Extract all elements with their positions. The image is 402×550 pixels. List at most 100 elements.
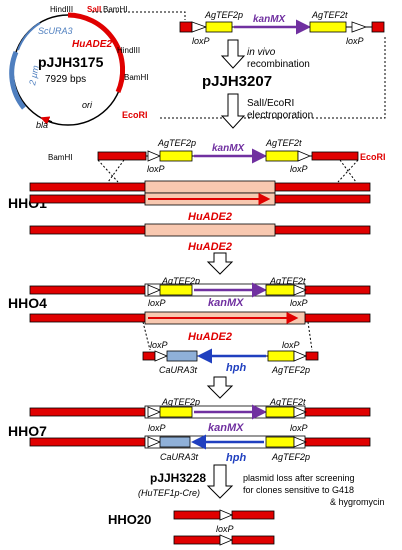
hho4-promoter2-label: AgTEF2p — [271, 365, 310, 375]
hho4-terminator-box — [265, 284, 295, 296]
plasmid-map: HindIII SalI BamHI HindIII BamHI EcoRI S… — [9, 5, 148, 130]
feature-huade2: HuADE2 — [72, 39, 112, 50]
plasmid-size: 7929 bps — [45, 74, 86, 85]
fragment-terminator-label: AgTEF2t — [265, 138, 302, 148]
fragment-loxp-left-label: loxP — [147, 164, 165, 174]
fragment-ecori: EcoRI — [360, 152, 386, 162]
down-arrow-2 — [220, 93, 246, 129]
feature-two-micron: 2 μm — [27, 64, 41, 87]
promoter-label: AgTEF2p — [204, 10, 243, 20]
hho4-promoter-box — [159, 284, 193, 296]
hho7-loxp-left-label: loxP — [148, 423, 166, 433]
hho7-label: HHO7 — [8, 423, 47, 439]
fragment-loxp-right — [297, 150, 312, 162]
hho4-crossover-left — [142, 321, 151, 351]
crossover-left — [97, 159, 119, 183]
flank-left — [179, 21, 193, 33]
hho7-promoter2-label: AgTEF2p — [271, 452, 310, 462]
fragment-loxp-right-label: loxP — [290, 164, 308, 174]
scura3-arc — [17, 22, 41, 51]
plasmid-name: pJJH3175 — [38, 54, 104, 70]
hho7-loxp-left — [147, 406, 162, 418]
site-hindiii-a: HindIII — [50, 5, 73, 14]
site-ecori: EcoRI — [122, 110, 148, 120]
down-arrow-1 — [220, 39, 246, 69]
hho4-promoter-label: AgTEF2p — [161, 276, 200, 286]
hho4-loxp-left-label: loxP — [148, 298, 166, 308]
hho4-crossover-right — [307, 321, 313, 351]
hho7-hph-label: hph — [226, 452, 246, 464]
final-note-line1: plasmid loss after screening — [243, 473, 355, 483]
hho7-promoter-label: AgTEF2p — [161, 397, 200, 407]
hho1-gene-box-2 — [144, 223, 276, 237]
site-bamhi-a: BamHI — [103, 5, 127, 14]
hho20-chromosome-top-left — [173, 510, 221, 520]
step2-line2: electroporation — [247, 110, 313, 121]
hho4-promoter2-box — [267, 350, 295, 362]
hho7-promoter-box — [159, 406, 193, 418]
hho4-caura3t-label: CaURA3t — [159, 365, 198, 375]
step1-line2: recombination — [247, 59, 310, 70]
linear-fragment: BamHI EcoRI AgTEF2p kanMX AgTEF2t loxP l… — [48, 138, 386, 183]
hho7-terminator-box — [265, 406, 295, 418]
hho1-gene-label: HuADE2 — [188, 211, 232, 223]
hho20-chromosome-bottom-right — [231, 535, 275, 545]
loxp-left-label: loxP — [192, 36, 210, 46]
hho7-loxp-right-label: loxP — [290, 423, 308, 433]
step1-line1: in vivo — [247, 47, 276, 58]
flank-right — [371, 21, 385, 33]
hho4-hph-loxp-right — [293, 350, 308, 362]
hho20-chromosome-bottom-left — [173, 535, 221, 545]
fragment-promoter-box — [159, 150, 193, 162]
loxp-right-label: loxP — [346, 36, 364, 46]
hho20-loxp-label: loxP — [216, 524, 234, 534]
hho1-gene-label-2: HuADE2 — [188, 241, 232, 253]
crossover-left-2 — [107, 159, 125, 183]
hho20-strain: HHO20 loxP — [108, 509, 275, 546]
site-hindiii-b: HindIII — [117, 46, 140, 55]
final-note-line3: & hygromycin — [330, 497, 385, 507]
dotted-connector-right — [160, 35, 386, 119]
feature-bla: bla — [36, 120, 48, 130]
crossover-right — [339, 159, 357, 183]
hho4-loxp-left2-label: loxP — [150, 340, 168, 350]
hho20-loxp-bottom — [219, 534, 234, 546]
final-note-line2: for clones sensitive to G418 — [243, 485, 354, 495]
final-plasmid-label: pJJH3228 — [150, 471, 206, 485]
hho7-promoter2-box — [265, 436, 295, 448]
hho20-chromosome-top-right — [231, 510, 275, 520]
down-arrow-4 — [206, 376, 234, 399]
down-arrow-5 — [206, 464, 234, 499]
hho7-marker-label: kanMX — [208, 422, 244, 434]
hho4-gene-label: HuADE2 — [188, 331, 232, 343]
hho4-hph-label: hph — [226, 362, 246, 374]
hho7-caura3t-box — [159, 436, 191, 448]
terminator-label: AgTEF2t — [311, 10, 348, 20]
dotted-connector-top — [92, 11, 186, 20]
feature-scura3: ScURA3 — [38, 26, 73, 36]
hho7-loxp-left2 — [147, 436, 162, 448]
loxp-left-triangle — [191, 21, 208, 33]
huade2-arc — [67, 12, 126, 93]
hho4-loxp-left — [147, 284, 162, 296]
hho4-loxp-right2-label: loxP — [282, 340, 300, 350]
step2-line1: SalI/EcoRI — [247, 98, 294, 109]
hho4-loxp-right — [293, 284, 308, 296]
fragment-terminator-box — [265, 150, 299, 162]
fragment-promoter-label: AgTEF2p — [157, 138, 196, 148]
hho4-strain: HHO4 AgTEF2p AgTEF2t loxP kanMX loxP HuA… — [8, 276, 371, 375]
hho4-terminator-label: AgTEF2t — [269, 276, 306, 286]
hho4-hph-flank-left — [142, 351, 156, 361]
hho20-label: HHO20 — [108, 512, 151, 527]
hho7-terminator-label: AgTEF2t — [269, 397, 306, 407]
marker-label: kanMX — [253, 14, 287, 25]
fragment-marker-label: kanMX — [212, 143, 246, 154]
feature-ori: ori — [82, 100, 93, 110]
terminator-box — [309, 21, 347, 33]
fragment-flank-right — [311, 151, 359, 161]
hho20-loxp-top — [219, 509, 234, 521]
hho4-hph-loxp-left — [154, 350, 169, 362]
promoter-box — [205, 21, 233, 33]
loxp-right-triangle — [351, 21, 368, 33]
